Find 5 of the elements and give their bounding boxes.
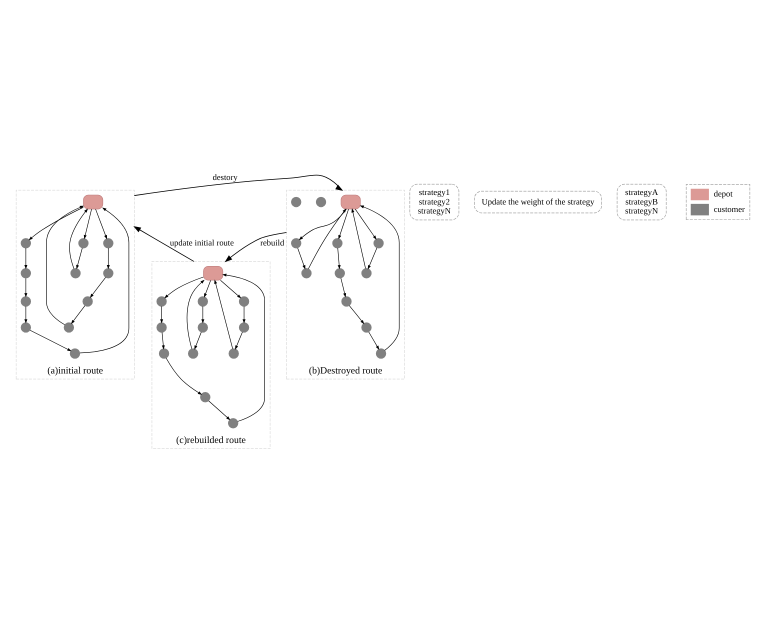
legend-label: depot [714,188,733,198]
edge-label: destory [212,172,238,182]
legend-label: customer [714,203,745,214]
edge-label: update initial route [170,237,234,247]
edge-label: rebuild [260,237,284,247]
